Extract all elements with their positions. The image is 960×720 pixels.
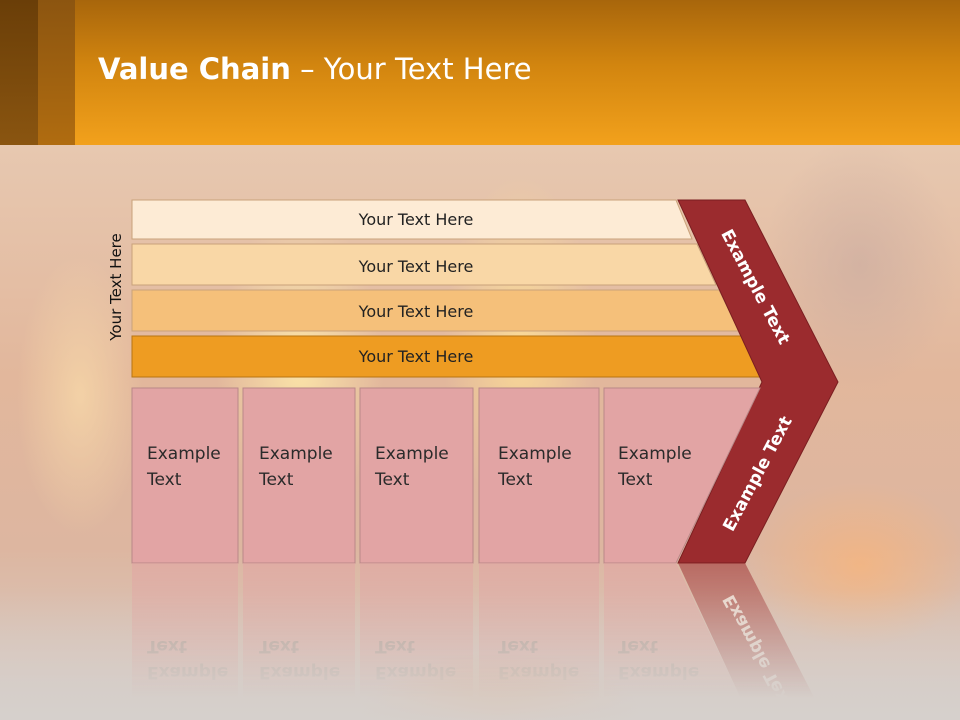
title-bold: Value Chain (98, 52, 291, 86)
slide-title[interactable]: Value Chain – Your Text Here (98, 52, 532, 86)
bar-1[interactable] (131, 199, 693, 240)
bar-stack: Your Text Here Your Text Here Your Text … (131, 199, 764, 378)
box-row: Example Text Example Text Example Text E… (131, 387, 761, 564)
box-5-reflection-line2: Text (618, 636, 658, 656)
box-4-line2: Text (497, 470, 533, 490)
box-3-line2: Text (374, 470, 410, 490)
box-1-reflection-line2: Text (147, 636, 187, 656)
box-5-reflection-line1: Example (618, 662, 699, 682)
box-3-reflection (360, 563, 473, 720)
box-3-reflection-line1: Example (375, 662, 456, 682)
box-4-reflection-line2: Text (498, 636, 538, 656)
box-2-reflection-line2: Text (259, 636, 299, 656)
box-1-line1: Example (147, 444, 221, 464)
box-1-reflection-line1: Example (147, 662, 228, 682)
bar-2-label: Your Text Here (358, 257, 474, 276)
box-3[interactable] (359, 387, 474, 564)
box-1-line2: Text (146, 470, 182, 490)
box-3-line1: Example (375, 444, 449, 464)
box-4-reflection-line1: Example (498, 662, 579, 682)
box-4-reflection (479, 563, 599, 720)
reflection: Example Text Example Text Example Text E… (132, 563, 826, 720)
box-5-line2: Text (617, 470, 653, 490)
box-2-reflection (243, 563, 355, 720)
box-5-reflection (604, 563, 752, 720)
header-accent-strip (38, 0, 75, 145)
box-3-reflection-line2: Text (375, 636, 415, 656)
bar-2[interactable] (131, 243, 717, 286)
box-4-line1: Example (498, 444, 572, 464)
box-2[interactable] (242, 387, 356, 564)
chevron-lower-reflection (678, 563, 826, 720)
bar-1-label: Your Text Here (358, 210, 474, 229)
box-1-reflection (132, 563, 238, 720)
box-4[interactable] (478, 387, 600, 564)
title-rest: – Your Text Here (290, 52, 532, 86)
box-2-line2: Text (258, 470, 294, 490)
box-5-line1: Example (618, 444, 692, 464)
box-2-line1: Example (259, 444, 333, 464)
header-accent-strip (0, 0, 38, 145)
box-2-reflection-line1: Example (259, 662, 340, 682)
bar-4-label: Your Text Here (358, 347, 474, 366)
header-band: Value Chain – Your Text Here (0, 0, 960, 145)
box-1[interactable] (131, 387, 239, 564)
bar-3-label: Your Text Here (358, 302, 474, 321)
